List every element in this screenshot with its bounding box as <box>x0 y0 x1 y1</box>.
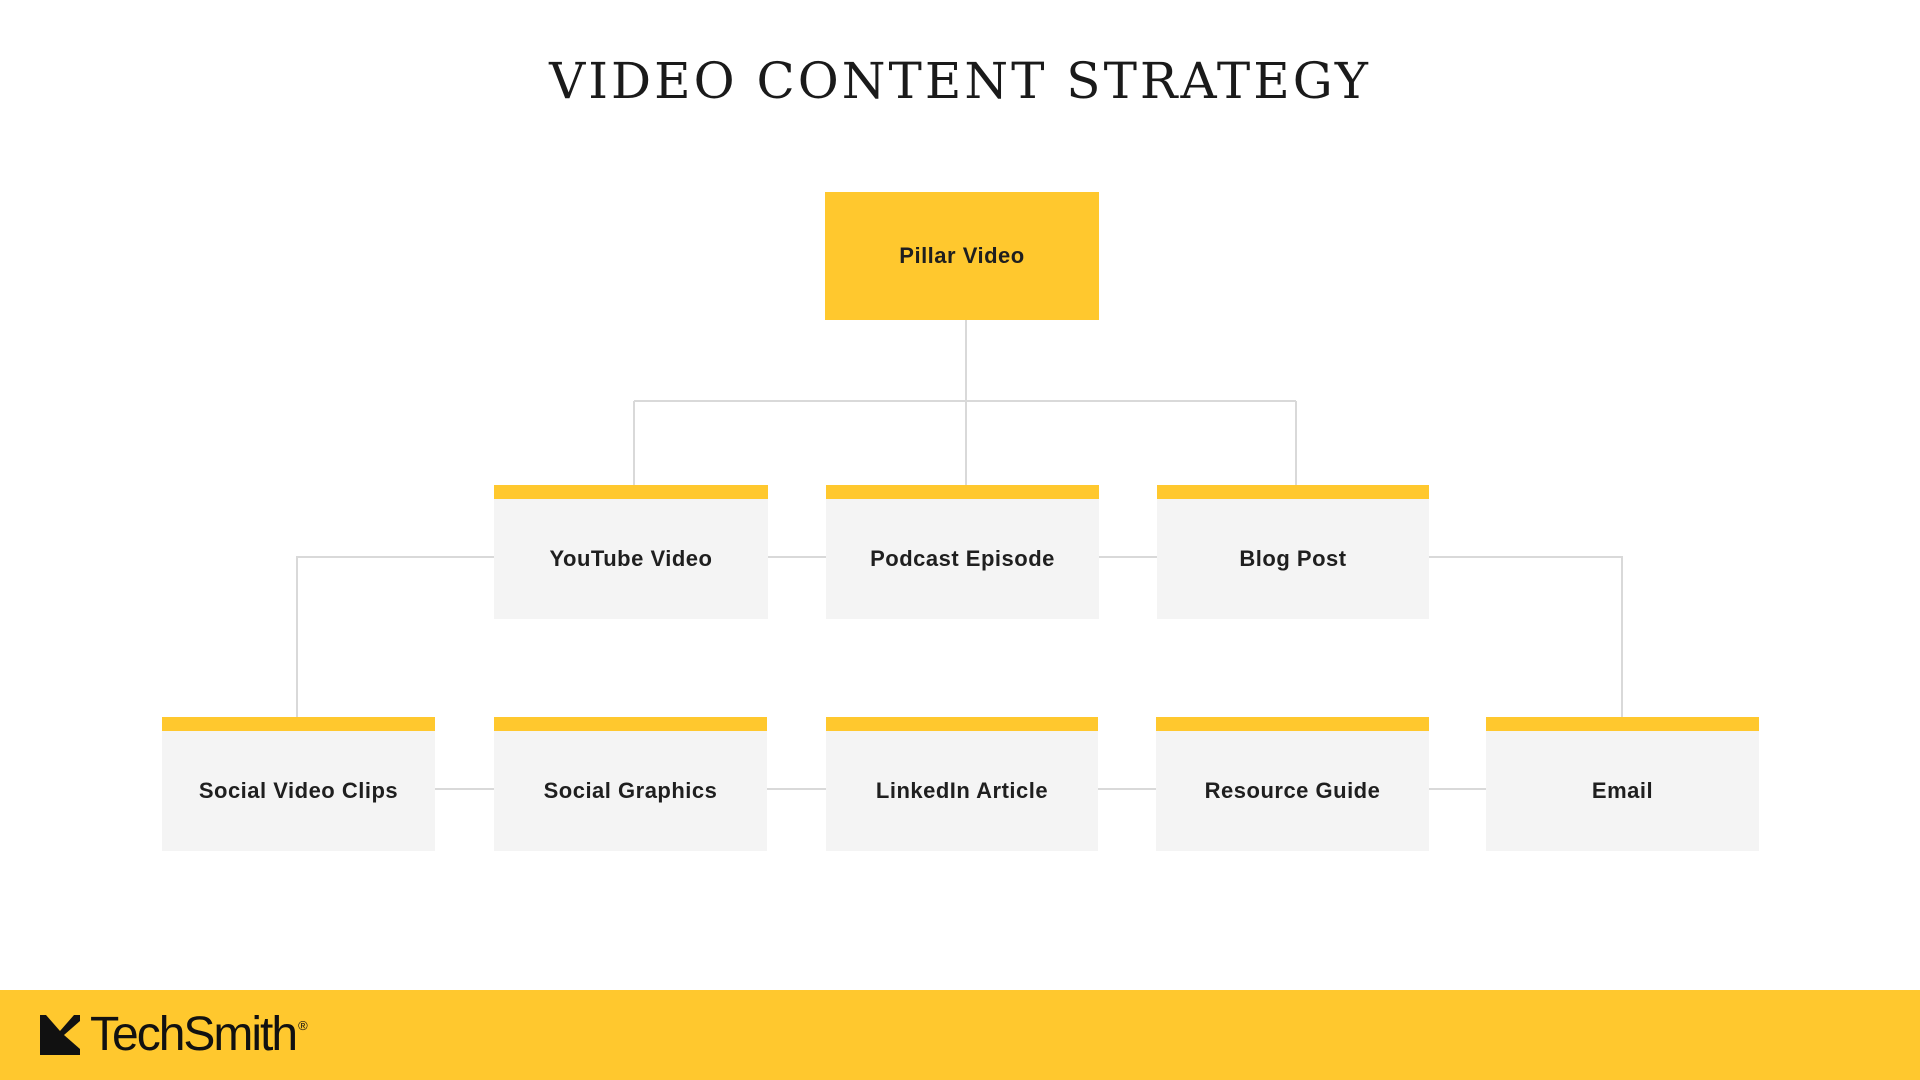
node-email: Email <box>1486 717 1759 851</box>
node-label: Resource Guide <box>1204 778 1381 803</box>
diagram-title: VIDEO CONTENT STRATEGY <box>549 52 1371 110</box>
node-label: YouTube Video <box>549 546 713 571</box>
techsmith-logo: TechSmith ® <box>40 1003 308 1067</box>
node-label: Blog Post <box>1239 546 1347 571</box>
node-youtube-video: YouTube Video <box>494 485 768 619</box>
connector-youtube-socialclips <box>296 556 494 717</box>
connector-blog-email <box>1429 556 1623 717</box>
node-label: LinkedIn Article <box>875 778 1049 803</box>
node-label: Social Video Clips <box>198 778 399 803</box>
node-social-graphics: Social Graphics <box>494 717 767 851</box>
node-podcast-episode: Podcast Episode <box>826 485 1099 619</box>
node-pillar-video: Pillar Video <box>825 192 1099 320</box>
node-label: Email <box>1591 778 1654 803</box>
footer-bar: TechSmith ® <box>0 990 1920 1080</box>
techsmith-mark-icon <box>40 1015 80 1055</box>
registered-mark: ® <box>298 1017 308 1033</box>
node-linkedin-article: LinkedIn Article <box>826 717 1098 851</box>
logo-wordmark: TechSmith <box>90 1008 298 1061</box>
node-label: Social Graphics <box>543 778 718 803</box>
node-blog-post: Blog Post <box>1157 485 1429 619</box>
node-social-video-clips: Social Video Clips <box>162 717 435 851</box>
node-resource-guide: Resource Guide <box>1156 717 1429 851</box>
node-label: Podcast Episode <box>870 546 1055 571</box>
node-label: Pillar Video <box>899 243 1025 268</box>
